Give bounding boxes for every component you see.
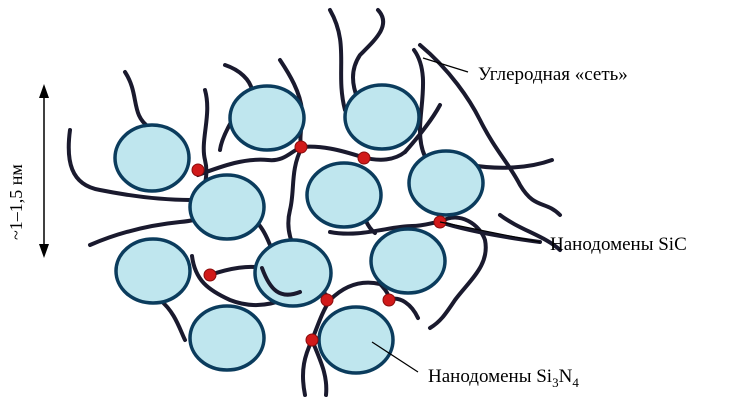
si3n4-domains [115,85,483,373]
domain [319,307,393,373]
scale-label: ~1–1,5 нм [6,164,26,240]
sic-dot [383,294,395,306]
sic-dot [295,141,307,153]
sic-dot [321,294,333,306]
domain [190,175,264,239]
domain [116,239,190,303]
sic-label: Нанодомены SiC [550,234,687,255]
si3n4-label-sub2: 4 [572,375,579,390]
domain [115,125,189,191]
domain [230,86,304,150]
si3n4-label-prefix: Нанодомены Si [428,366,552,387]
sic-dot [192,164,204,176]
scale-arrow [39,84,49,258]
sic-dot [306,334,318,346]
carbon-network-label: Углеродная «сеть» [478,64,628,85]
sic-dot [204,269,216,281]
domain [371,229,445,293]
domain [190,306,264,370]
si3n4-label: Нанодомены Si3N4 [428,366,579,390]
domain [345,85,419,149]
sic-dot [358,152,370,164]
domain [307,163,381,227]
domain [409,151,483,215]
si3n4-label-mid: N [559,366,573,387]
